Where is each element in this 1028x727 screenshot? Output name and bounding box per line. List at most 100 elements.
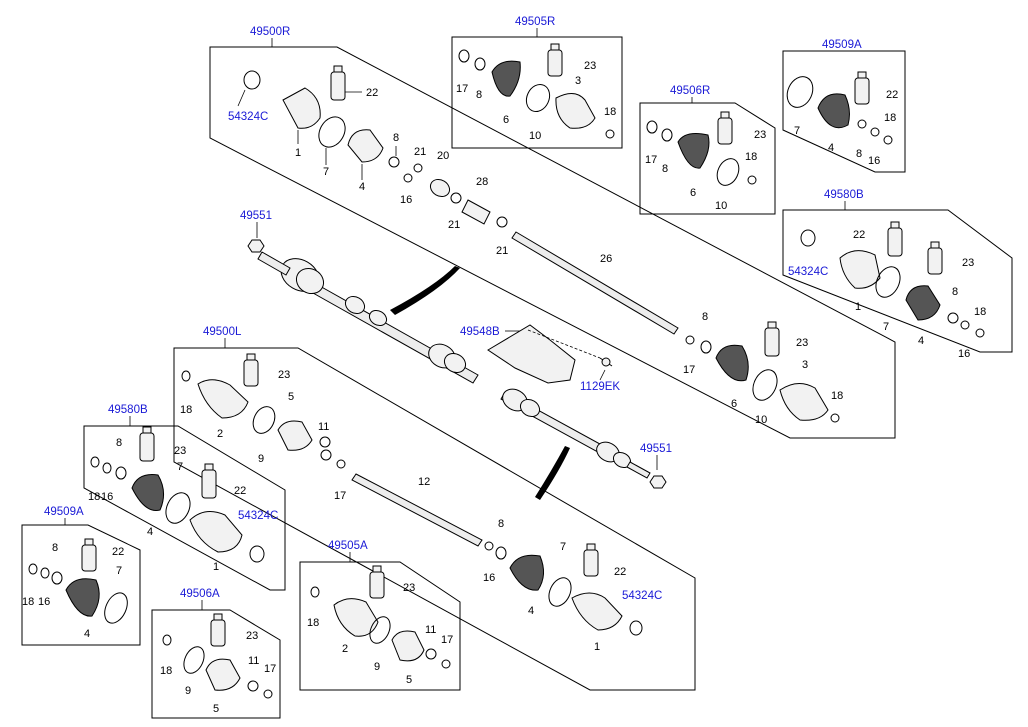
label-5: 5 — [406, 674, 412, 686]
ref-49548b[interactable]: 49548B — [460, 326, 500, 338]
label-17: 17 — [264, 663, 276, 675]
label-18: 18 — [884, 112, 896, 124]
label-17: 17 — [645, 154, 657, 166]
label-18: 18 — [180, 404, 192, 416]
label-18: 18 — [831, 390, 843, 402]
label-11: 11 — [318, 421, 329, 433]
label-22: 22 — [234, 485, 246, 497]
label-8: 8 — [702, 311, 708, 323]
label-22: 22 — [853, 229, 865, 241]
ref-49500r[interactable]: 49500R — [250, 26, 290, 38]
label-5: 5 — [288, 391, 294, 403]
ref-49509a-top[interactable]: 49509A — [822, 39, 862, 51]
label-23: 23 — [796, 337, 808, 349]
parts-49506a — [162, 613, 273, 699]
box-49506a — [151, 609, 281, 719]
box-49509a-left — [21, 524, 141, 646]
label-3: 3 — [802, 359, 808, 371]
label-22: 22 — [886, 89, 898, 101]
ref-54324c-b[interactable]: 54324C — [788, 266, 828, 278]
label-1: 1 — [213, 561, 219, 573]
parts-49500l — [181, 353, 643, 636]
ref-49551-bottom[interactable]: 49551 — [640, 443, 672, 455]
label-10: 10 — [755, 414, 767, 426]
label-9: 9 — [185, 685, 191, 697]
label-20: 20 — [437, 150, 449, 162]
ref-49506r[interactable]: 49506R — [670, 85, 710, 97]
label-9: 9 — [374, 661, 380, 673]
ref-54324c-a[interactable]: 54324C — [228, 111, 268, 123]
label-1: 1 — [855, 301, 861, 313]
label-16: 16 — [958, 348, 970, 360]
label-26: 26 — [600, 253, 612, 265]
label-28: 28 — [476, 176, 488, 188]
label-23: 23 — [403, 582, 415, 594]
label-5: 5 — [213, 703, 219, 715]
label-7: 7 — [323, 166, 329, 178]
label-4: 4 — [528, 605, 534, 617]
label-8: 8 — [393, 132, 399, 144]
label-22: 22 — [366, 87, 378, 99]
label-6: 6 — [503, 114, 509, 126]
ref-49500l[interactable]: 49500L — [203, 326, 242, 338]
label-2: 2 — [342, 643, 348, 655]
label-17: 17 — [441, 634, 453, 646]
label-18: 18 — [974, 306, 986, 318]
ref-1129ek[interactable]: 1129EK — [580, 381, 620, 393]
label-7: 7 — [560, 541, 566, 553]
label-3: 3 — [575, 75, 581, 87]
label-11: 11 — [425, 624, 436, 636]
box-49580b-top — [782, 209, 1013, 353]
label-7: 7 — [116, 565, 122, 577]
ref-49506a[interactable]: 49506A — [180, 588, 220, 600]
parts-49509a-left — [28, 538, 128, 624]
label-23: 23 — [962, 257, 974, 269]
ref-49505a[interactable]: 49505A — [328, 540, 368, 552]
label-1: 1 — [594, 641, 600, 653]
label-17: 17 — [334, 490, 346, 502]
parts-49580b-top — [800, 221, 985, 338]
label-18: 18 — [88, 491, 100, 503]
parts-49505a — [310, 565, 451, 669]
label-8: 8 — [952, 286, 958, 298]
label-23: 23 — [754, 129, 766, 141]
label-6: 6 — [690, 187, 696, 199]
label-4: 4 — [147, 526, 153, 538]
label-18: 18 — [22, 596, 34, 608]
label-22: 22 — [112, 546, 124, 558]
label-18: 18 — [745, 151, 757, 163]
drive-shaft-right — [257, 251, 479, 384]
ref-49505r[interactable]: 49505R — [515, 16, 555, 28]
parts-49506r — [646, 111, 757, 186]
ref-54324c-c[interactable]: 54324C — [238, 510, 278, 522]
label-11: 11 — [248, 655, 259, 667]
label-10: 10 — [715, 200, 727, 212]
label-8: 8 — [662, 163, 668, 175]
label-16: 16 — [868, 155, 880, 167]
ref-49551-top[interactable]: 49551 — [240, 210, 272, 222]
label-2: 2 — [217, 428, 223, 440]
ref-49509a-left[interactable]: 49509A — [44, 506, 84, 518]
box-49500r — [209, 46, 896, 439]
parts-shaft-26 — [511, 231, 840, 423]
label-23: 23 — [278, 369, 290, 381]
label-21: 21 — [496, 245, 508, 257]
label-16: 16 — [101, 491, 113, 503]
parts-49509a-top — [786, 71, 893, 145]
parts-49505r — [458, 43, 615, 139]
pointer-swoosh-top — [390, 266, 460, 315]
ref-49580b-top[interactable]: 49580B — [824, 189, 864, 201]
label-23: 23 — [174, 445, 186, 457]
label-8: 8 — [476, 89, 482, 101]
label-16: 16 — [483, 572, 495, 584]
leader-1129ek — [599, 369, 606, 381]
box-49509a-top — [782, 50, 906, 173]
label-23: 23 — [246, 630, 258, 642]
box-49500l — [173, 347, 696, 691]
label-18: 18 — [160, 665, 172, 677]
ref-49580b-left[interactable]: 49580B — [108, 404, 148, 416]
box-49580b-left — [83, 425, 286, 591]
label-16: 16 — [400, 194, 412, 206]
ref-54324c-d[interactable]: 54324C — [622, 590, 662, 602]
